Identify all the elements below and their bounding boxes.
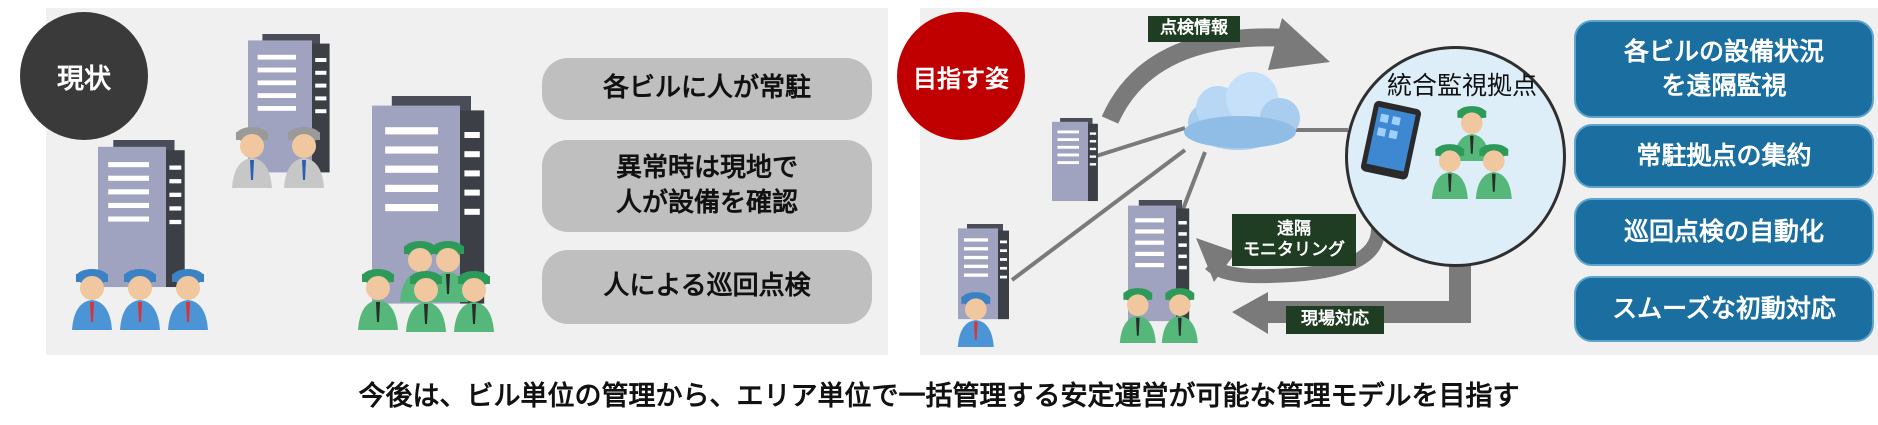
footer-caption: 今後は、ビル単位の管理から、エリア単位で一括管理する安定運営が可能な管理モデルを… [358, 380, 1520, 412]
arrow-icon [1196, 227, 1385, 284]
cloud-icon [1184, 72, 1300, 150]
network-lines [1010, 126, 1348, 282]
worker-green-icon [1475, 144, 1512, 199]
target-item-2: 常駐拠点の集約 [1574, 124, 1874, 188]
remote-monitoring-label: 遠隔 モニタリング [1232, 214, 1356, 266]
current-item-3: 人による巡回点検 [542, 250, 872, 324]
target-item-4: スムーズな初動対応 [1574, 276, 1874, 342]
tablet-icon [1360, 100, 1422, 180]
inspection-info-label: 点検情報 [1148, 16, 1240, 42]
target-state-badge: 目指す姿 [897, 12, 1025, 140]
current-item-1: 各ビルに人が常駐 [542, 58, 872, 120]
target-item-1: 各ビルの設備状況 を遠隔監視 [1574, 20, 1874, 118]
hub-label: 統合監視拠点 [1386, 71, 1537, 100]
target-item-3: 巡回点検の自動化 [1574, 198, 1874, 266]
current-item-2: 異常時は現地で 人が設備を確認 [542, 140, 872, 232]
onsite-response-label: 現場対応 [1286, 306, 1384, 334]
worker-green-icon [1431, 144, 1468, 199]
arrow-icon [1101, 18, 1330, 124]
current-state-badge: 現状 [20, 12, 148, 140]
